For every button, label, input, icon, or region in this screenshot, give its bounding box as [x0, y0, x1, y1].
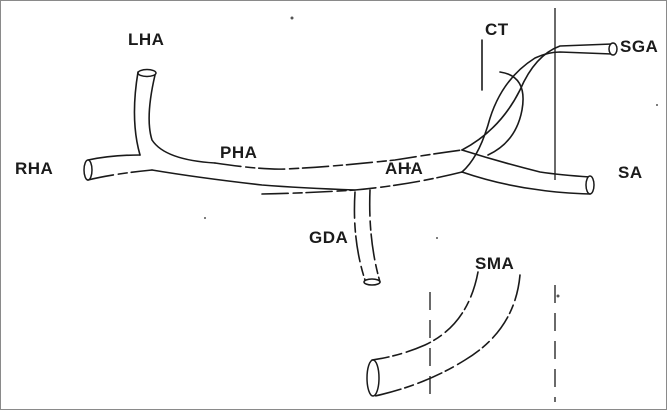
pha-vessel-top [214, 149, 463, 170]
label-rha: RHA [15, 159, 54, 178]
speck [556, 294, 560, 298]
sa-vessel-top [461, 149, 591, 178]
label-ct: CT [485, 20, 509, 39]
lha-vessel-right [148, 74, 216, 164]
lha-vessel-left [133, 71, 141, 156]
speck [290, 16, 294, 20]
lha-vessel-end [137, 68, 157, 78]
gda-vessel-left [353, 191, 366, 281]
label-sma: SMA [475, 254, 515, 273]
speck [656, 104, 658, 106]
gda-vessel-end [363, 278, 381, 286]
ct-loop [487, 71, 524, 156]
label-sga: SGA [620, 37, 659, 56]
aha-vessel-bottom [261, 171, 463, 195]
gda-vessel-right [368, 189, 381, 283]
sma-vessel-bottom [374, 274, 521, 397]
label-gda: GDA [309, 228, 349, 247]
ct-vessel-left [461, 43, 613, 151]
sma-vessel-top [371, 271, 479, 361]
label-sa: SA [618, 163, 643, 182]
rha-vessel-end [83, 159, 93, 181]
speck [436, 237, 438, 239]
ct-vessel-right [461, 51, 613, 173]
pha-vessel-bottom [151, 169, 356, 191]
speck [408, 166, 412, 170]
speck [204, 217, 206, 219]
sa-vessel-bottom [461, 171, 591, 195]
label-lha: LHA [128, 30, 165, 49]
sma-vessel-end [366, 359, 380, 397]
sga-vessel-end [608, 42, 618, 56]
rha-vessel-top [87, 154, 141, 161]
sa-vessel-end [585, 175, 595, 195]
label-aha: AHA [385, 159, 424, 178]
rha-vessel-bottom [87, 169, 153, 181]
label-pha: PHA [220, 143, 258, 162]
